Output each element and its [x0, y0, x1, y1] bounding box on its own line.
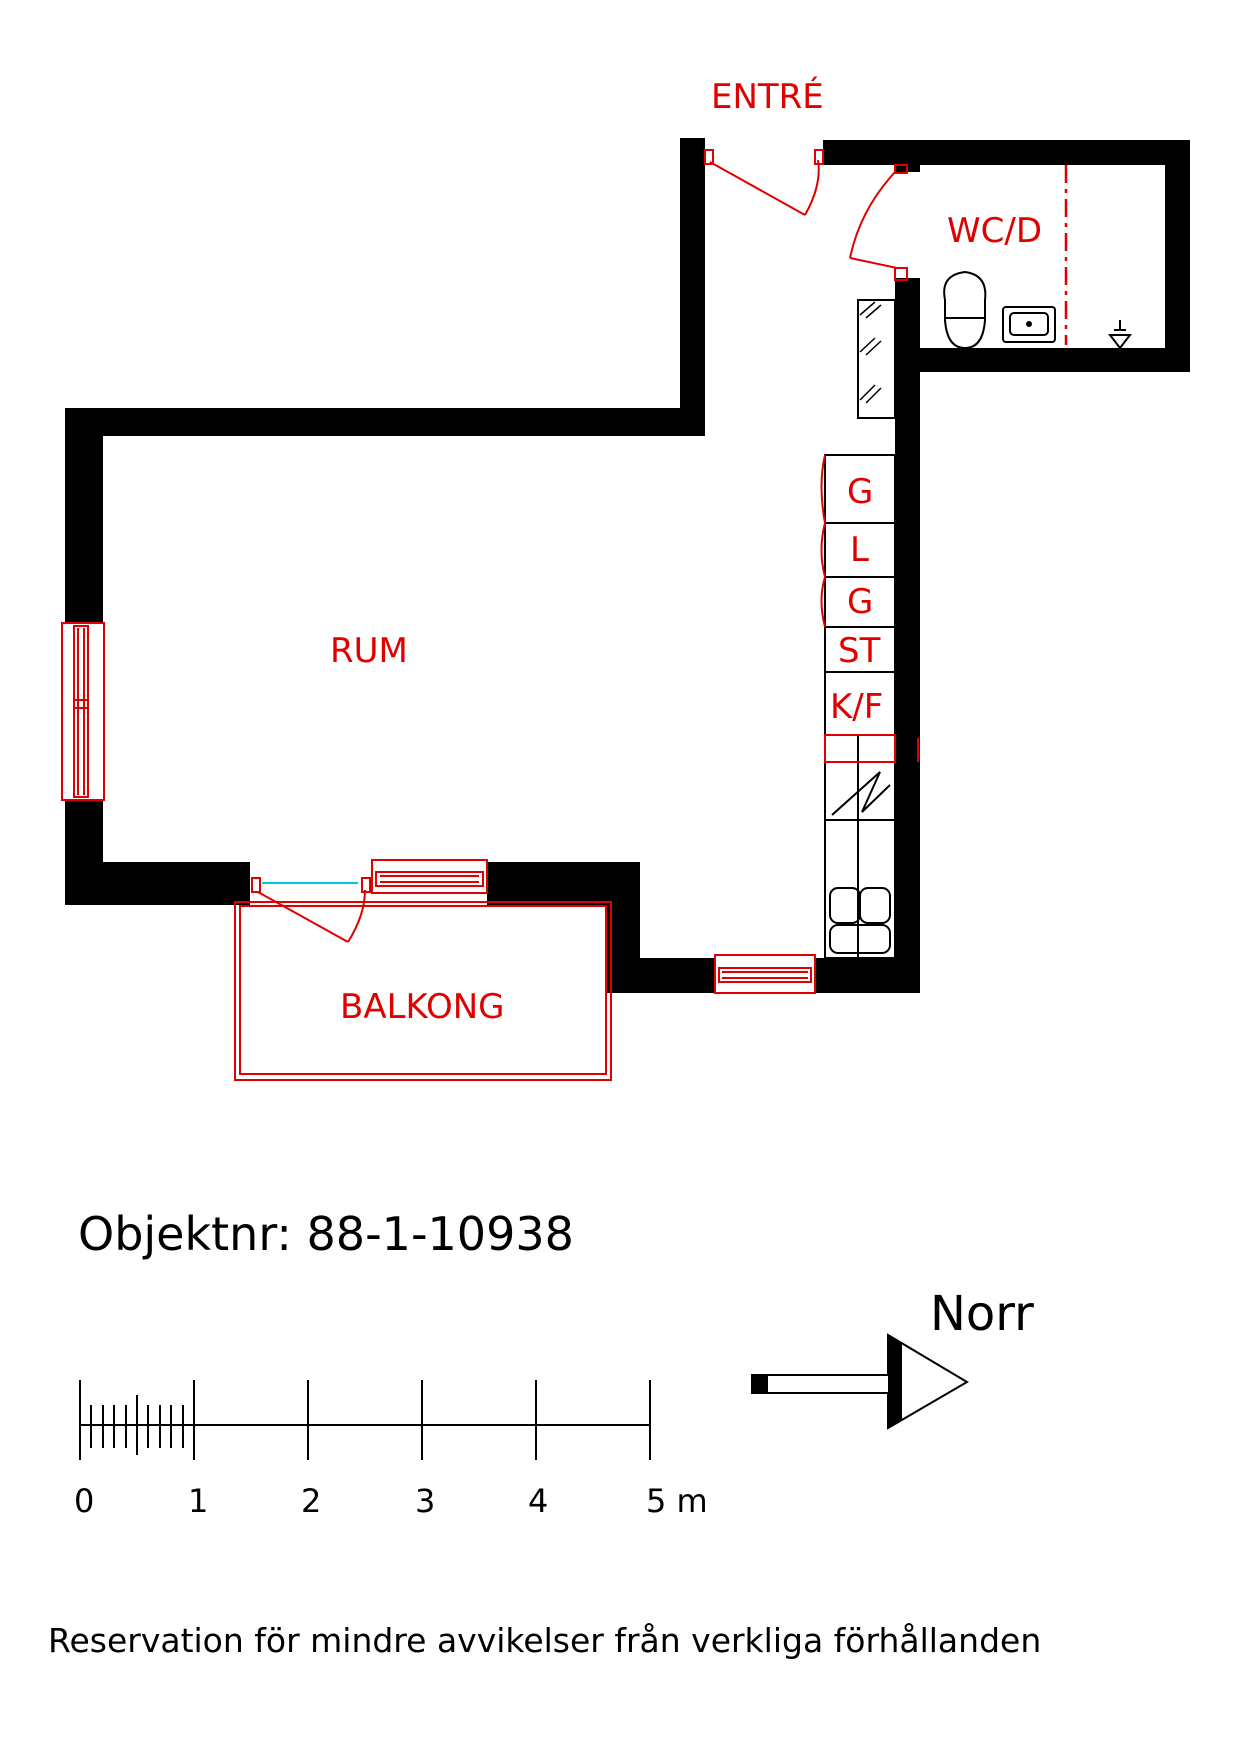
wall-left-upper: [65, 408, 103, 623]
kitchen-unit-label: K/F: [830, 687, 883, 727]
windows: [61, 622, 816, 994]
scale-label: 2: [301, 1482, 321, 1520]
balcony: [234, 901, 612, 1081]
kitchen-unit-label: ST: [838, 631, 881, 671]
doors: [251, 149, 908, 943]
kitchen: [824, 299, 896, 959]
room-label-balkong: BALKONG: [340, 987, 505, 1027]
wall-right-wc: [1165, 140, 1190, 372]
wall-bottom-wc: [905, 348, 1190, 372]
walls: [65, 138, 1190, 993]
toilet: [943, 270, 987, 350]
wardrobe: [857, 299, 896, 419]
wall-top-rum: [65, 408, 705, 436]
scale-label: 4: [528, 1482, 548, 1520]
floor-drain-icon: [1107, 334, 1133, 350]
window-left: [61, 622, 105, 801]
wall-top-wc: [823, 140, 1190, 165]
entrance-door-swing: [804, 159, 820, 216]
kitchen-unit-label: G: [847, 472, 873, 512]
wc-fixtures: [943, 270, 1133, 350]
room-label-rum: RUM: [330, 631, 408, 671]
wall-bottom-kitchen: [815, 958, 920, 993]
scale-label: 0: [74, 1482, 94, 1520]
scale-label: 1: [188, 1482, 208, 1520]
window-bottom-kitchen: [714, 954, 816, 994]
scale-label: 5 m: [646, 1482, 708, 1520]
kitchen-unit-label: L: [850, 530, 869, 570]
wall-bottom-right: [487, 862, 640, 905]
kitchen-sink: [829, 887, 861, 924]
scale-bar: [79, 1380, 651, 1460]
wall-entrance-left: [680, 138, 705, 436]
scale-label: 3: [415, 1482, 435, 1520]
kitchen-unit-label: G: [847, 582, 873, 622]
north-arrow-icon: [751, 1333, 969, 1430]
wc-door-swing: [849, 171, 896, 259]
balcony-door-leaf: [257, 891, 349, 943]
balcony-door-swing: [347, 889, 366, 943]
kitchen-counter: [824, 454, 896, 959]
disclaimer: Reservation för mindre avvikelser från v…: [48, 1621, 1041, 1660]
wc-door-leaf: [849, 257, 898, 269]
room-label-wc: WC/D: [947, 211, 1042, 251]
wc-sink: [1002, 306, 1056, 343]
object-number: Objektnr: 88-1-10938: [78, 1207, 574, 1261]
wall-bottom-left: [65, 862, 250, 905]
wall-right-kitchen: [895, 348, 920, 993]
north-label: Norr: [930, 1286, 1034, 1342]
room-label-entre: ENTRÉ: [711, 76, 824, 117]
window-bottom-rum: [371, 859, 488, 894]
entrance-door-leaf: [709, 161, 806, 216]
